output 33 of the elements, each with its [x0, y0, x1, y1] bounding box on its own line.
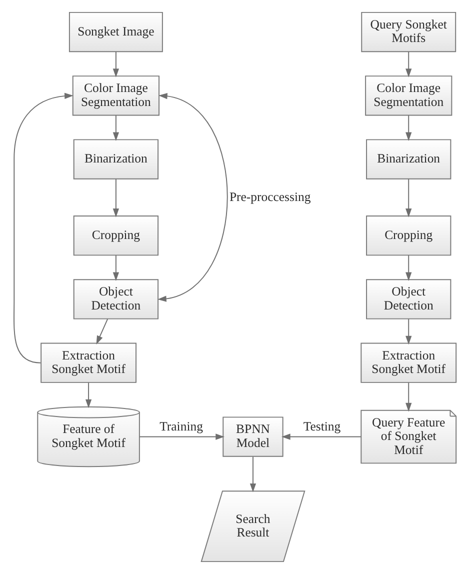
edge-label: Testing — [303, 419, 341, 434]
edge-label: Training — [160, 419, 203, 434]
arrow — [112, 178, 120, 218]
node-box: Object Detection — [73, 279, 159, 320]
arrow — [406, 254, 412, 282]
node-box: Songket Image — [68, 12, 163, 52]
node-box: Object Detection — [366, 279, 452, 320]
node-box: Cropping — [73, 216, 159, 256]
arrow — [112, 254, 120, 282]
arrow — [406, 114, 412, 142]
node-box: Query Songket Motifs — [361, 12, 456, 52]
arrow — [14, 92, 74, 364]
arrow — [139, 434, 224, 440]
node-box: Extraction Songket Motif — [360, 342, 457, 383]
edge-label: Pre-proccessing — [229, 190, 311, 204]
arrow — [112, 51, 120, 78]
arrow — [406, 178, 412, 218]
arrow — [96, 318, 108, 345]
arrow — [282, 434, 362, 440]
node-box: Cropping — [366, 216, 452, 256]
arrow — [85, 382, 92, 408]
arrow — [406, 318, 412, 345]
arrow — [406, 382, 412, 412]
node-box: Binarization — [366, 139, 452, 180]
node-box: Binarization — [73, 139, 159, 180]
arrow — [112, 114, 120, 142]
node-box: Color Image Segmentation — [365, 76, 452, 116]
node-box: Color Image Segmentation — [72, 76, 160, 116]
node-box: BPNN Model — [222, 416, 284, 457]
node-box: Extraction Songket Motif — [40, 342, 136, 383]
arrow — [406, 51, 412, 78]
arrow — [250, 456, 256, 492]
arrow — [158, 93, 228, 302]
